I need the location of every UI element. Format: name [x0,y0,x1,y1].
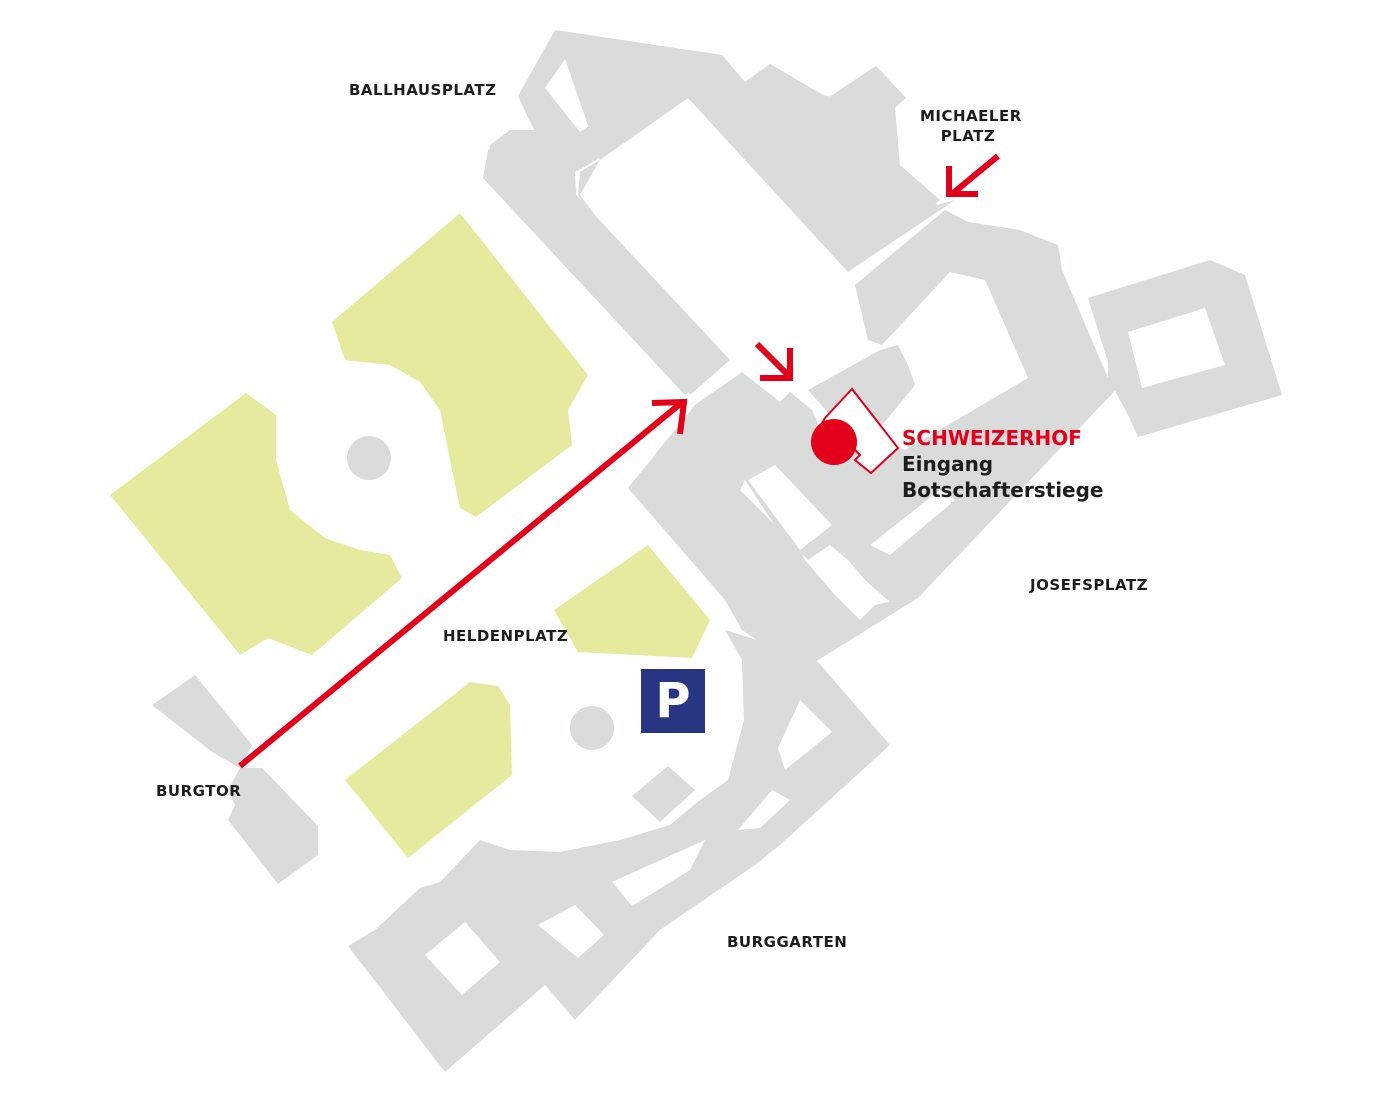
label-josefsplatz: JOSEFSPLATZ [1030,576,1149,594]
buildings [152,30,1282,1072]
building-east-wing [1088,260,1282,437]
parks [110,213,710,858]
monument-maria-theresia [347,436,391,480]
route-arrow-icon [238,401,682,769]
park-volksgarten-north [332,213,588,517]
entry-arrow-schweizerhof-icon [754,341,793,380]
building-gate-block [628,372,918,662]
label-ballhausplatz: BALLHAUSPLATZ [349,81,497,99]
label-michaelerplatz-line2: PLATZ [940,127,996,145]
building-burgtor-south [228,768,318,884]
label-burgtor: BURGTOR [156,782,242,800]
entry-arrow-head-michaeler-icon [946,166,978,197]
building-north-block [483,30,940,395]
parking-sign-bg [641,669,705,733]
schweizerhof-marker [811,387,900,475]
building-neue-burg [348,630,890,1072]
label-michaelerplatz: MICHAELER PLATZ [920,106,1022,146]
label-michaelerplatz-line1: MICHAELER [920,107,1022,125]
routes [238,153,1000,769]
destination-title: SCHWEIZERHOF [902,426,1082,450]
park-heldenplatz-south [345,682,512,858]
entry-arrow-icon [950,153,1000,197]
parking-sign-icon: P [655,673,691,729]
location-dot-icon [811,419,857,465]
destination-entrance: Eingang [902,452,994,476]
route-arrow-head-icon [651,398,688,435]
label-burggarten: BURGGARTEN [727,933,848,951]
park-heldenplatz-north [554,545,710,658]
entry-arrow-head-schweizerhof-icon [760,348,793,381]
label-heldenplatz: HELDENPLATZ [443,627,569,645]
building-schweizerhof [745,210,1130,602]
monument-heldenplatz [570,706,614,750]
park-volksgarten-west [110,393,402,655]
destination-staircase: Botschafterstiege [902,478,1104,502]
building-burgtor-north [152,675,252,768]
